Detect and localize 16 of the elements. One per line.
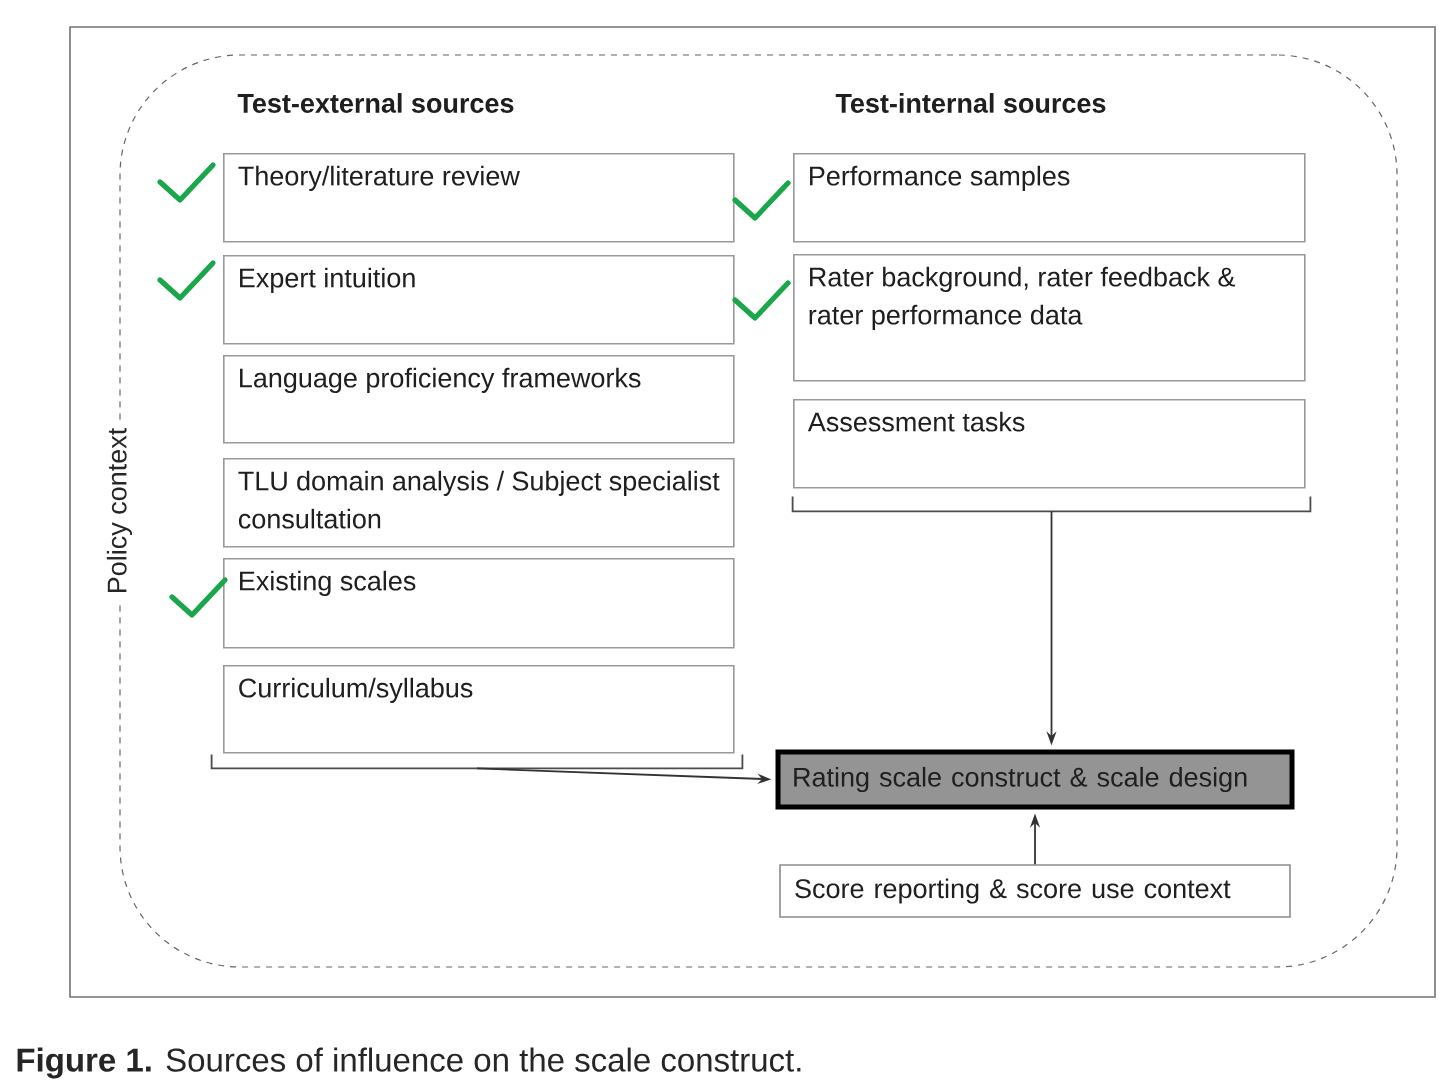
bracket [791,495,1312,513]
bracket [210,753,744,770]
column-heading: Test-external sources [237,93,514,113]
source-box: TLU domain analysis / Subject specialist consultation [223,458,735,548]
source-box: Rater background, rater feedback & rater performance data [793,254,1306,382]
column-heading: Test-internal sources [835,93,1106,113]
figure-caption: Figure 1. Sources of influence on the scale construct. [17,1047,801,1079]
source-box: Language proficiency frameworks [223,355,735,444]
source-box: Performance samples [793,153,1306,243]
source-box: Theory/literature review [223,153,735,243]
source-box: Expert intuition [223,255,735,345]
source-box: Curriculum/syllabus [223,665,735,754]
source-box: Assessment tasks [793,399,1306,489]
highlighted-box: Rating scale construct & scale design [775,749,1295,810]
process-box: Score reporting & score use context [779,864,1291,918]
source-box: Existing scales [223,558,735,649]
